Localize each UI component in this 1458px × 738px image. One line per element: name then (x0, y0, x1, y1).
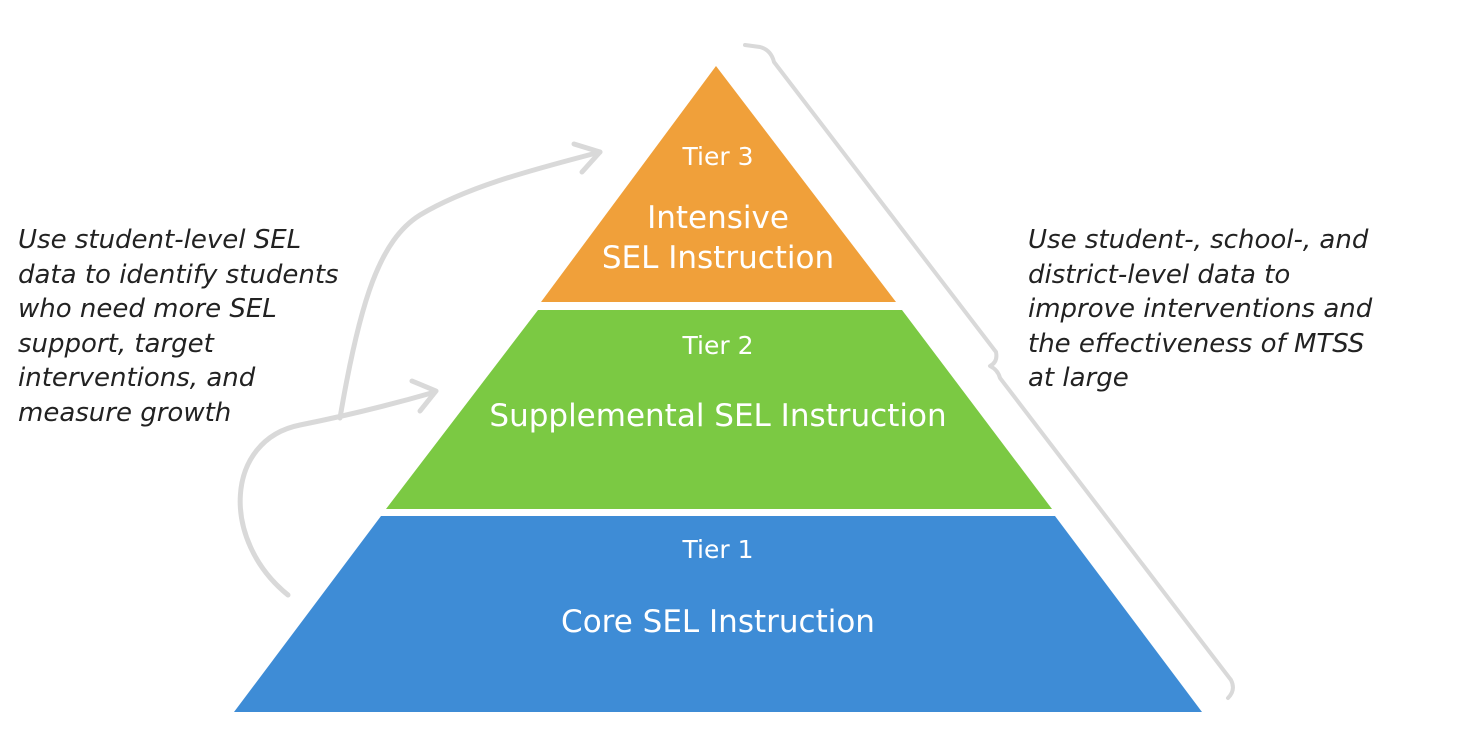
arrow-to-tier2-head-icon (409, 378, 439, 414)
left-annotation: Use student-level SEL data to identify s… (18, 223, 339, 430)
tier3-title-line1: Intensive (647, 200, 789, 236)
right-annotation-line: the effectiveness of MTSS (1028, 328, 1365, 359)
left-annotation-line: Use student-level SEL (18, 225, 302, 255)
left-annotation-line: interventions, and (18, 363, 256, 393)
tier2-title: Supplemental SEL Instruction (489, 398, 946, 434)
tier1-title: Core SEL Instruction (561, 604, 875, 640)
left-annotation-line: measure growth (18, 397, 232, 428)
right-annotation: Use student-, school-, and district-leve… (1028, 223, 1372, 396)
arrow-to-tier3-shaft (337, 149, 603, 421)
left-annotation-line: data to identify students (18, 259, 339, 290)
tier1-shape (234, 516, 1202, 712)
arrow-to-tier2-shaft (237, 389, 438, 598)
right-annotation-line: Use student-, school-, and (1028, 225, 1369, 255)
right-bracket (743, 43, 1235, 700)
tier2-label: Tier 2 (682, 331, 754, 360)
upward-arrows (237, 141, 603, 598)
tier1-label: Tier 1 (682, 535, 754, 564)
arrow-to-tier3-head-icon (571, 141, 603, 175)
left-annotation-line: who need more SEL (18, 294, 277, 324)
right-annotation-line: at large (1028, 363, 1129, 393)
left-annotation-line: support, target (18, 328, 214, 359)
tier2-shape (386, 310, 1052, 509)
tier3-title-line2: SEL Instruction (602, 240, 834, 276)
tier3-label: Tier 3 (682, 142, 754, 171)
tier3-shape (541, 66, 896, 302)
right-annotation-line: district-level data to (1028, 259, 1291, 290)
right-annotation-line: improve interventions and (1028, 294, 1373, 324)
